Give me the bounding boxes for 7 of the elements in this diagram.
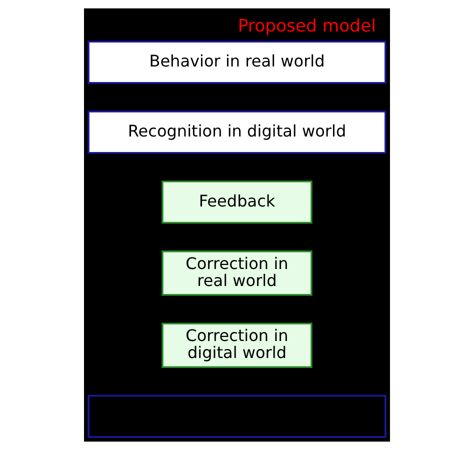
node-box: Correction in real world <box>162 250 312 296</box>
diagram-title: Proposed model <box>238 16 376 36</box>
node-box: Recognition in digital world <box>88 110 386 154</box>
node-box: Behavior in real world <box>88 40 386 84</box>
node-box <box>88 394 386 438</box>
node-box: Feedback <box>162 180 312 224</box>
node-box: Correction in digital world <box>162 322 312 368</box>
